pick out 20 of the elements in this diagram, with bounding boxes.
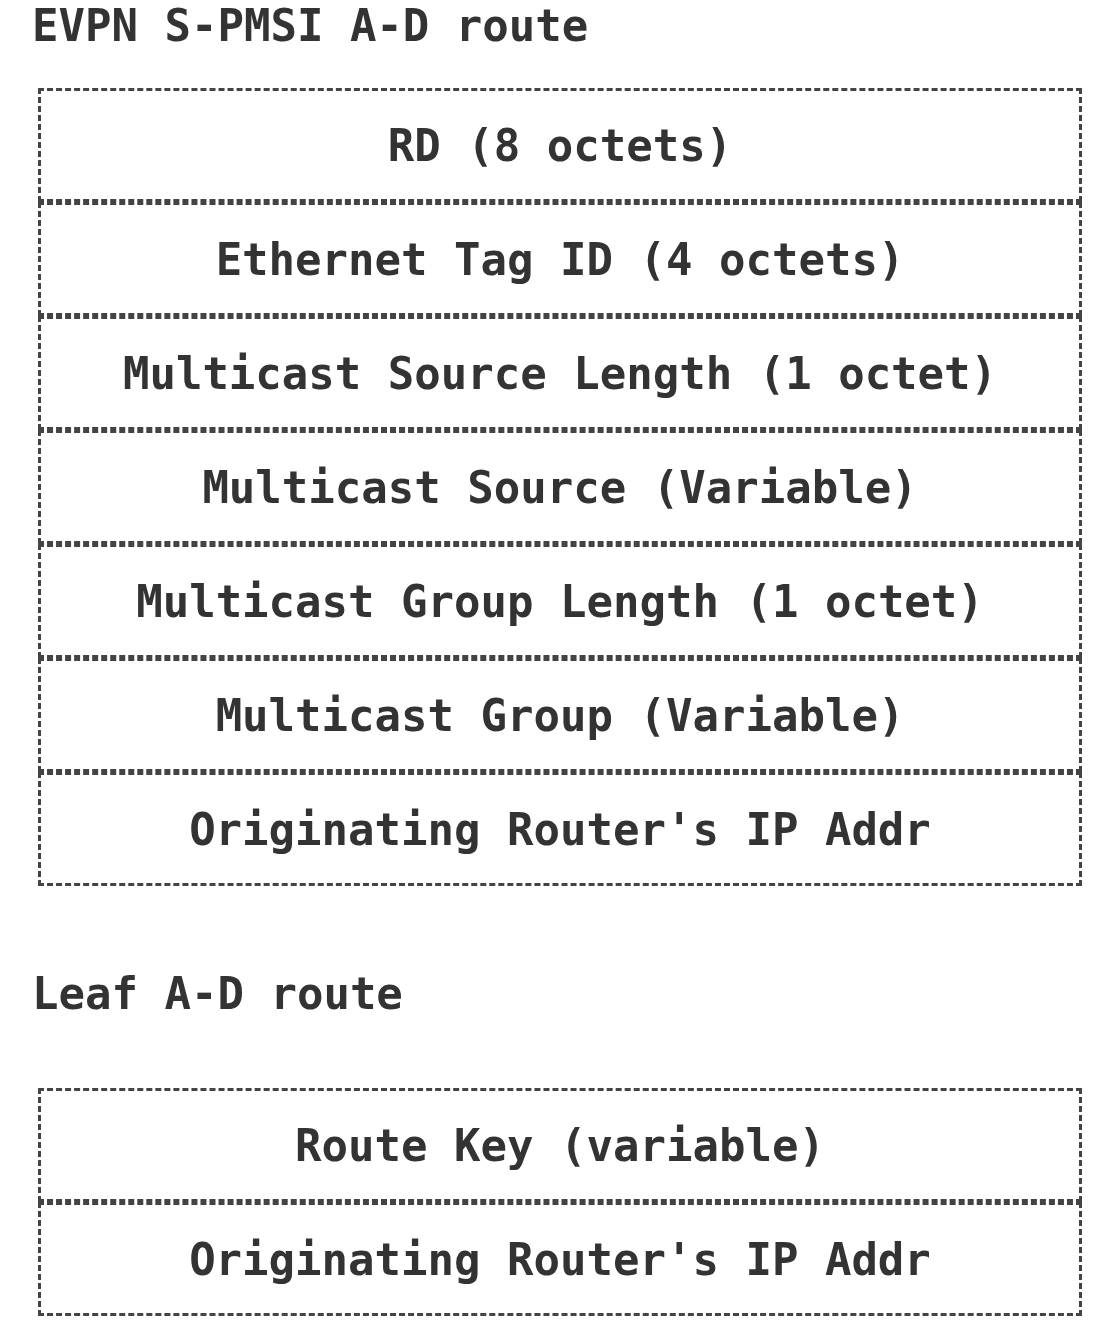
field-box (38, 430, 1082, 544)
field-box (38, 88, 1082, 202)
field-label: Multicast Source (Variable) (202, 461, 918, 513)
section-heading: Leaf A-D route (32, 968, 403, 1019)
field-label: Ethernet Tag ID (4 octets) (215, 233, 905, 285)
field-box (38, 544, 1082, 658)
field-box (38, 1202, 1082, 1316)
field-label: Originating Router's IP Addr (189, 803, 931, 855)
field-label: Route Key (variable) (295, 1119, 825, 1171)
field-box (38, 1088, 1082, 1202)
field-box (38, 658, 1082, 772)
field-label: Multicast Group (Variable) (215, 689, 905, 741)
field-box (38, 202, 1082, 316)
field-label: Multicast Source Length (1 octet) (122, 347, 998, 399)
field-box (38, 316, 1082, 430)
section-heading: EVPN S-PMSI A-D route (32, 0, 589, 51)
field-label: RD (8 octets) (387, 119, 733, 171)
field-label: Originating Router's IP Addr (189, 1233, 931, 1285)
field-label: Multicast Group Length (1 octet) (136, 575, 984, 627)
field-box (38, 772, 1082, 886)
